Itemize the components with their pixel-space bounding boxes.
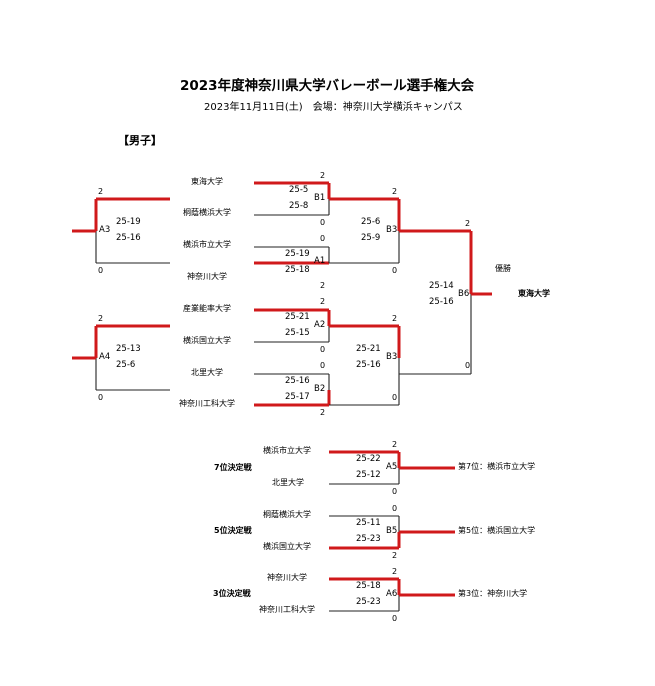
- team-name: 桐蔭横浜大学: [263, 510, 311, 519]
- set-count: 0: [320, 361, 326, 370]
- team-name: 北里大学: [191, 368, 223, 377]
- set-score: 25-19: [116, 217, 141, 227]
- set-score: 25-17: [285, 392, 310, 402]
- set-count: 2: [320, 281, 326, 290]
- set-count: 0: [392, 266, 398, 275]
- set-score: 25-21: [356, 344, 381, 354]
- placement-result: 第5位：横浜国立大学: [458, 526, 536, 535]
- set-score: 25-14: [429, 281, 454, 291]
- set-score: 25-18: [285, 265, 310, 275]
- team-name: 産業能率大学: [183, 304, 231, 313]
- champion-label: 優勝: [495, 264, 511, 273]
- set-count: 0: [392, 504, 398, 513]
- set-score: 25-21: [285, 312, 310, 322]
- team-name: 神奈川大学: [267, 573, 307, 582]
- match-label: B5: [386, 526, 398, 536]
- set-count: 0: [392, 614, 398, 623]
- match-label: A6: [386, 589, 398, 599]
- set-score: 25-22: [356, 454, 381, 464]
- match-label: B3: [386, 352, 398, 362]
- set-score: 25-18: [356, 581, 381, 591]
- section-heading: 【男子】: [118, 134, 162, 147]
- set-count: 2: [320, 408, 326, 417]
- set-score: 25-6: [116, 360, 136, 370]
- placement-result: 第7位：横浜市立大学: [458, 462, 536, 471]
- set-count: 0: [392, 487, 398, 496]
- placement-result: 第3位：神奈川大学: [458, 589, 528, 598]
- set-score: 25-5: [289, 185, 309, 195]
- set-count: 2: [465, 219, 471, 228]
- team-name: 神奈川大学: [187, 272, 227, 281]
- set-count: 0: [320, 234, 326, 243]
- placement-title: 5位決定戦: [214, 526, 252, 535]
- set-count: 2: [320, 297, 326, 306]
- set-count: 2: [98, 187, 104, 196]
- set-score: 25-23: [356, 597, 381, 607]
- team-name: 横浜国立大学: [263, 542, 311, 551]
- team-name: 神奈川工科大学: [179, 399, 235, 408]
- set-count: 2: [392, 187, 398, 196]
- set-score: 25-23: [356, 534, 381, 544]
- page-subtitle: 2023年11月11日(土) 会場：神奈川大学横浜キャンパス: [204, 102, 463, 113]
- team-name: 東海大学: [191, 177, 223, 186]
- page-title: 2023年度神奈川県大学バレーボール選手権大会: [180, 78, 475, 94]
- set-score: 25-9: [361, 233, 381, 243]
- set-count: 2: [98, 314, 104, 323]
- set-score: 25-8: [289, 201, 309, 211]
- match-label: B3: [386, 225, 398, 235]
- set-score: 25-6: [361, 217, 381, 227]
- match-label: B1: [314, 193, 326, 203]
- team-name: 桐蔭横浜大学: [183, 208, 231, 217]
- match-label: B2: [314, 384, 326, 394]
- match-label: B6: [458, 289, 470, 299]
- team-name: 横浜国立大学: [183, 336, 231, 345]
- team-name: 神奈川工科大学: [259, 605, 315, 614]
- team-name: 北里大学: [272, 478, 304, 487]
- match-label: A4: [99, 352, 111, 362]
- set-score: 25-12: [356, 470, 381, 480]
- set-count: 0: [320, 218, 326, 227]
- set-count: 0: [98, 393, 104, 402]
- set-count: 0: [465, 361, 471, 370]
- placement-title: 7位決定戦: [214, 463, 252, 472]
- set-count: 2: [320, 171, 326, 180]
- set-count: 0: [320, 345, 326, 354]
- set-score: 25-15: [285, 328, 310, 338]
- set-score: 25-16: [285, 376, 310, 386]
- match-label: A1: [314, 256, 326, 266]
- match-label: A3: [99, 225, 111, 235]
- set-count: 2: [392, 314, 398, 323]
- set-count: 0: [98, 266, 104, 275]
- match-label: A5: [386, 462, 398, 472]
- set-count: 2: [392, 551, 398, 560]
- set-score: 25-16: [116, 233, 141, 243]
- set-count: 2: [392, 567, 398, 576]
- set-score: 25-16: [429, 297, 454, 307]
- champion-team: 東海大学: [518, 289, 550, 298]
- set-score: 25-13: [116, 344, 141, 354]
- set-count: 0: [392, 393, 398, 402]
- team-name: 横浜市立大学: [263, 446, 311, 455]
- placement-title: 3位決定戦: [213, 589, 251, 598]
- match-label: A2: [314, 320, 326, 330]
- set-count: 2: [392, 440, 398, 449]
- set-score: 25-11: [356, 518, 381, 528]
- set-score: 25-16: [356, 360, 381, 370]
- set-score: 25-19: [285, 249, 310, 259]
- team-name: 横浜市立大学: [183, 240, 231, 249]
